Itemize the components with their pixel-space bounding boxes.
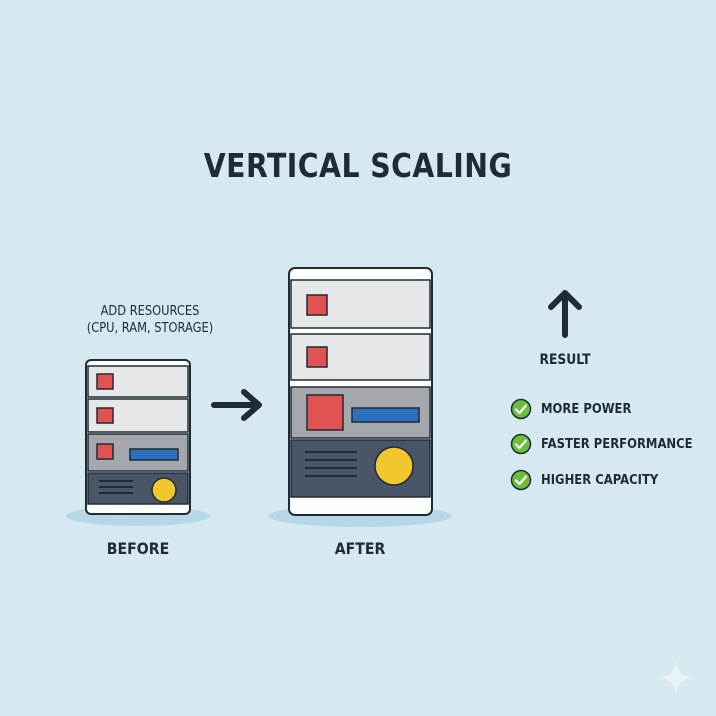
result-label: RESULT bbox=[539, 352, 591, 368]
after-label: AFTER bbox=[334, 539, 386, 558]
benefit-item: FASTER PERFORMANCE bbox=[510, 433, 716, 455]
before-module-2 bbox=[96, 407, 114, 424]
after-server bbox=[268, 267, 452, 527]
benefit-item: HIGHER CAPACITY bbox=[510, 469, 677, 491]
benefit-item: MORE POWER bbox=[510, 398, 646, 420]
add-resources-line2: (CPU, RAM, STORAGE) bbox=[86, 321, 214, 336]
after-ram-bar bbox=[351, 407, 420, 423]
before-label: BEFORE bbox=[106, 539, 170, 558]
sparkle-icon bbox=[660, 660, 692, 694]
check-circle-icon bbox=[510, 433, 532, 455]
benefit-label: FASTER PERFORMANCE bbox=[541, 436, 693, 452]
before-cpu-module bbox=[96, 443, 114, 460]
add-resources-label: ADD RESOURCES (CPU, RAM, STORAGE) bbox=[71, 303, 229, 337]
benefit-label: HIGHER CAPACITY bbox=[541, 472, 659, 488]
after-disk bbox=[374, 446, 414, 486]
before-module-1 bbox=[96, 373, 114, 390]
add-resources-line1: ADD RESOURCES bbox=[100, 304, 200, 319]
before-ram-bar bbox=[129, 448, 179, 461]
check-circle-icon bbox=[510, 469, 532, 491]
check-circle-icon bbox=[510, 398, 532, 420]
page-title: VERTICAL SCALING bbox=[203, 146, 513, 185]
arrow-right-icon bbox=[211, 389, 262, 421]
before-server bbox=[66, 359, 210, 526]
arrow-up-icon bbox=[548, 290, 582, 338]
benefit-label: MORE POWER bbox=[541, 401, 632, 417]
after-cpu-module bbox=[306, 394, 344, 431]
after-module-1 bbox=[306, 294, 328, 316]
before-disk bbox=[151, 477, 177, 503]
after-module-2 bbox=[306, 346, 328, 368]
